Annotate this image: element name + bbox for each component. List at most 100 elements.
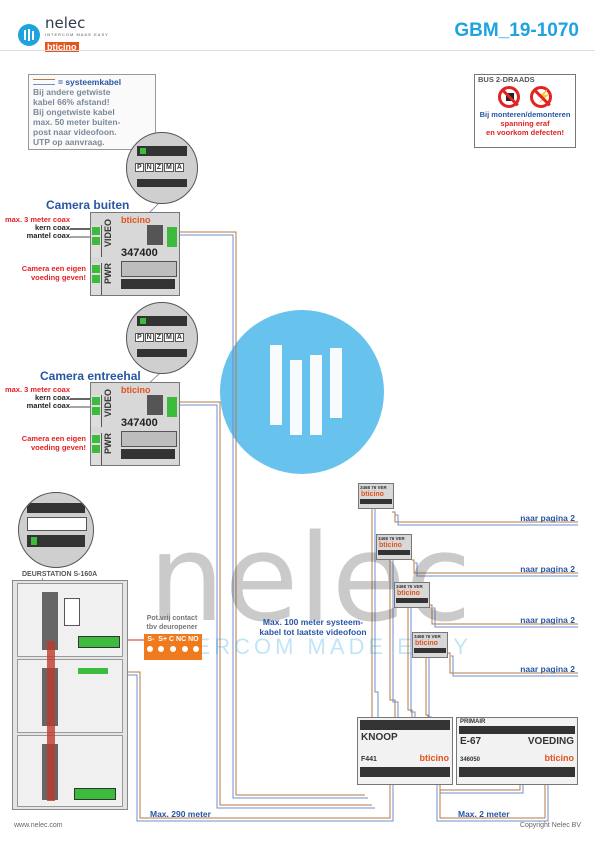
label-m: M bbox=[164, 163, 174, 172]
videofoon-model: 3468 76 bbox=[378, 536, 395, 541]
videofoon-brand: bticino bbox=[397, 590, 420, 597]
label-n: N bbox=[144, 163, 154, 172]
link-pagina-2[interactable]: naar pagina 2 bbox=[520, 564, 575, 574]
terminal-zoom-buiten: P N Z M A bbox=[126, 132, 198, 204]
legend-line: kabel 66% afstand! bbox=[33, 97, 110, 107]
nelec-logo: nelec INTERCOM MADE EASY bticino bbox=[18, 14, 109, 55]
label-a: A bbox=[174, 163, 184, 172]
mantel-coax: mantel coax bbox=[26, 231, 70, 240]
knoop-code: F441 bbox=[361, 756, 377, 763]
logo-name: nelec bbox=[45, 14, 86, 32]
videofoon-2: 3468 76 VER bticino bbox=[376, 534, 412, 560]
terminal-zoom-deurstation bbox=[18, 492, 94, 568]
pwr-terminal bbox=[91, 263, 102, 295]
power-note-line: Camera een eigen bbox=[21, 434, 86, 443]
videofoon-brand: bticino bbox=[415, 640, 438, 647]
voeding-label: VOEDING bbox=[527, 736, 574, 747]
videofoon-brand: bticino bbox=[361, 491, 384, 498]
legend-line: max. 50 meter buiten- bbox=[33, 117, 121, 127]
camera-entreehal-coax-notes: max. 3 meter coax kern coax mantel coax bbox=[4, 386, 70, 410]
videofoon-brand: bticino bbox=[379, 542, 402, 549]
max-290-label: Max. 290 meter bbox=[150, 809, 211, 819]
power-note-line: voeding geven! bbox=[30, 443, 86, 452]
nelec-logo-icon bbox=[18, 23, 40, 46]
label-p: P bbox=[135, 163, 144, 172]
kern-coax: kern coax bbox=[34, 393, 70, 402]
camera-buiten-coax-notes: max. 3 meter coax kern coax mantel coax bbox=[4, 216, 70, 240]
deurstation-module-1 bbox=[17, 583, 123, 657]
videofoon-model: 3468 76 bbox=[414, 634, 431, 639]
terminal-zoom-entreehal: P N Z M A bbox=[126, 302, 198, 374]
label-z: Z bbox=[154, 163, 164, 172]
knoop-module: KNOOP F441 bticino bbox=[357, 717, 453, 785]
contact-labels: S- S+ C NC NO bbox=[147, 636, 199, 643]
mantel-coax: mantel coax bbox=[26, 401, 70, 410]
camera-model: 347400 bbox=[121, 247, 158, 259]
voeding-code: 346050 bbox=[460, 757, 481, 763]
max-100-note: Max. 100 meter systeem- kabel tot laatst… bbox=[248, 617, 378, 637]
watermark-text: nelec bbox=[148, 510, 472, 649]
config-sockets bbox=[121, 279, 175, 289]
cable-legend: = systeemkabel Bij andere getwiste kabel… bbox=[28, 74, 156, 150]
videofoon-model: 3468 76 bbox=[396, 584, 413, 589]
warning-title: BUS 2-DRAADS bbox=[478, 75, 535, 84]
deurstation-module-3 bbox=[17, 735, 123, 807]
deurstation-panel bbox=[12, 580, 128, 810]
document-id: GBM_19-1070 bbox=[454, 20, 579, 41]
warning-line: en voorkom defecten! bbox=[486, 128, 564, 137]
bus-terminal bbox=[167, 227, 177, 247]
max-2-label: Max. 2 meter bbox=[458, 809, 510, 819]
dip-switches bbox=[121, 261, 177, 277]
link-pagina-2[interactable]: naar pagina 2 bbox=[520, 664, 575, 674]
bus-terminal bbox=[167, 397, 177, 417]
link-pagina-2[interactable]: naar pagina 2 bbox=[520, 615, 575, 625]
camera-brand: bticino bbox=[121, 215, 151, 225]
no-plug-icon bbox=[498, 86, 520, 108]
knoop-brand: bticino bbox=[419, 753, 450, 763]
deurstation-riser-cable bbox=[47, 641, 55, 801]
videofoon-4: 3468 76 VER bticino bbox=[412, 632, 448, 658]
knoop-name: KNOOP bbox=[361, 732, 398, 743]
label-m: M bbox=[164, 333, 174, 342]
videofoon-ver: VER bbox=[431, 634, 441, 639]
coax-max: max. 3 meter coax bbox=[4, 385, 70, 394]
camera-entreehal-power-note: Camera een eigen voeding geven! bbox=[4, 434, 86, 452]
contact-note-line: Pot.vrij contact bbox=[146, 615, 198, 622]
cable-legend-swatch bbox=[33, 79, 55, 85]
video-terminal bbox=[91, 225, 102, 257]
camera-brand: bticino bbox=[121, 385, 151, 395]
legend-line: post naar videofoon. bbox=[33, 127, 117, 137]
legend-line: Bij andere getwiste bbox=[33, 87, 111, 97]
deurstation-module-2 bbox=[17, 659, 123, 733]
coax-max: max. 3 meter coax bbox=[4, 215, 70, 224]
camera-entreehal-title: Camera entreehal bbox=[40, 369, 141, 383]
label-n: N bbox=[144, 333, 154, 342]
bus-warning: BUS 2-DRAADS ⚡ Bij monteren/demonteren s… bbox=[474, 74, 576, 148]
legend-line: Bij ongetwiste kabel bbox=[33, 107, 115, 117]
logo-sub: INTERCOM MADE EASY bbox=[45, 32, 109, 37]
voeding-name: E-67 bbox=[460, 736, 482, 747]
bus-connector bbox=[147, 225, 163, 245]
legend-line: UTP op aanvraag. bbox=[33, 137, 105, 147]
videofoon-3: 3468 76 VER bticino bbox=[394, 582, 430, 608]
watermark-logo-mark bbox=[270, 345, 342, 435]
deurstation-terminal-strip bbox=[78, 636, 120, 648]
warning-line: Bij monteren/demonteren bbox=[479, 110, 571, 119]
footer-website[interactable]: www.nelec.com bbox=[14, 822, 63, 829]
voeding-brand: bticino bbox=[544, 753, 575, 763]
brand-logo: bticino bbox=[45, 42, 79, 52]
pwr-terminal bbox=[91, 433, 102, 465]
contact-note: Pot.vrij contact tbv deuropener bbox=[142, 614, 202, 632]
voeding-header: PRIMAIR bbox=[460, 719, 486, 725]
voeding-module: PRIMAIR E-67 VOEDING 346050 bticino bbox=[456, 717, 578, 785]
no-power-icon: ⚡ bbox=[530, 86, 552, 108]
deurstation-title: DEURSTATION S-160A bbox=[22, 571, 98, 578]
pwr-label: PWR bbox=[103, 263, 113, 284]
video-terminal bbox=[91, 395, 102, 427]
kern-coax: kern coax bbox=[34, 223, 70, 232]
label-a: A bbox=[174, 333, 184, 342]
link-pagina-2[interactable]: naar pagina 2 bbox=[520, 513, 575, 523]
camera-buiten-module: VIDEO PWR bticino 347400 bbox=[90, 212, 180, 296]
videofoon-ver: VER bbox=[377, 485, 387, 490]
